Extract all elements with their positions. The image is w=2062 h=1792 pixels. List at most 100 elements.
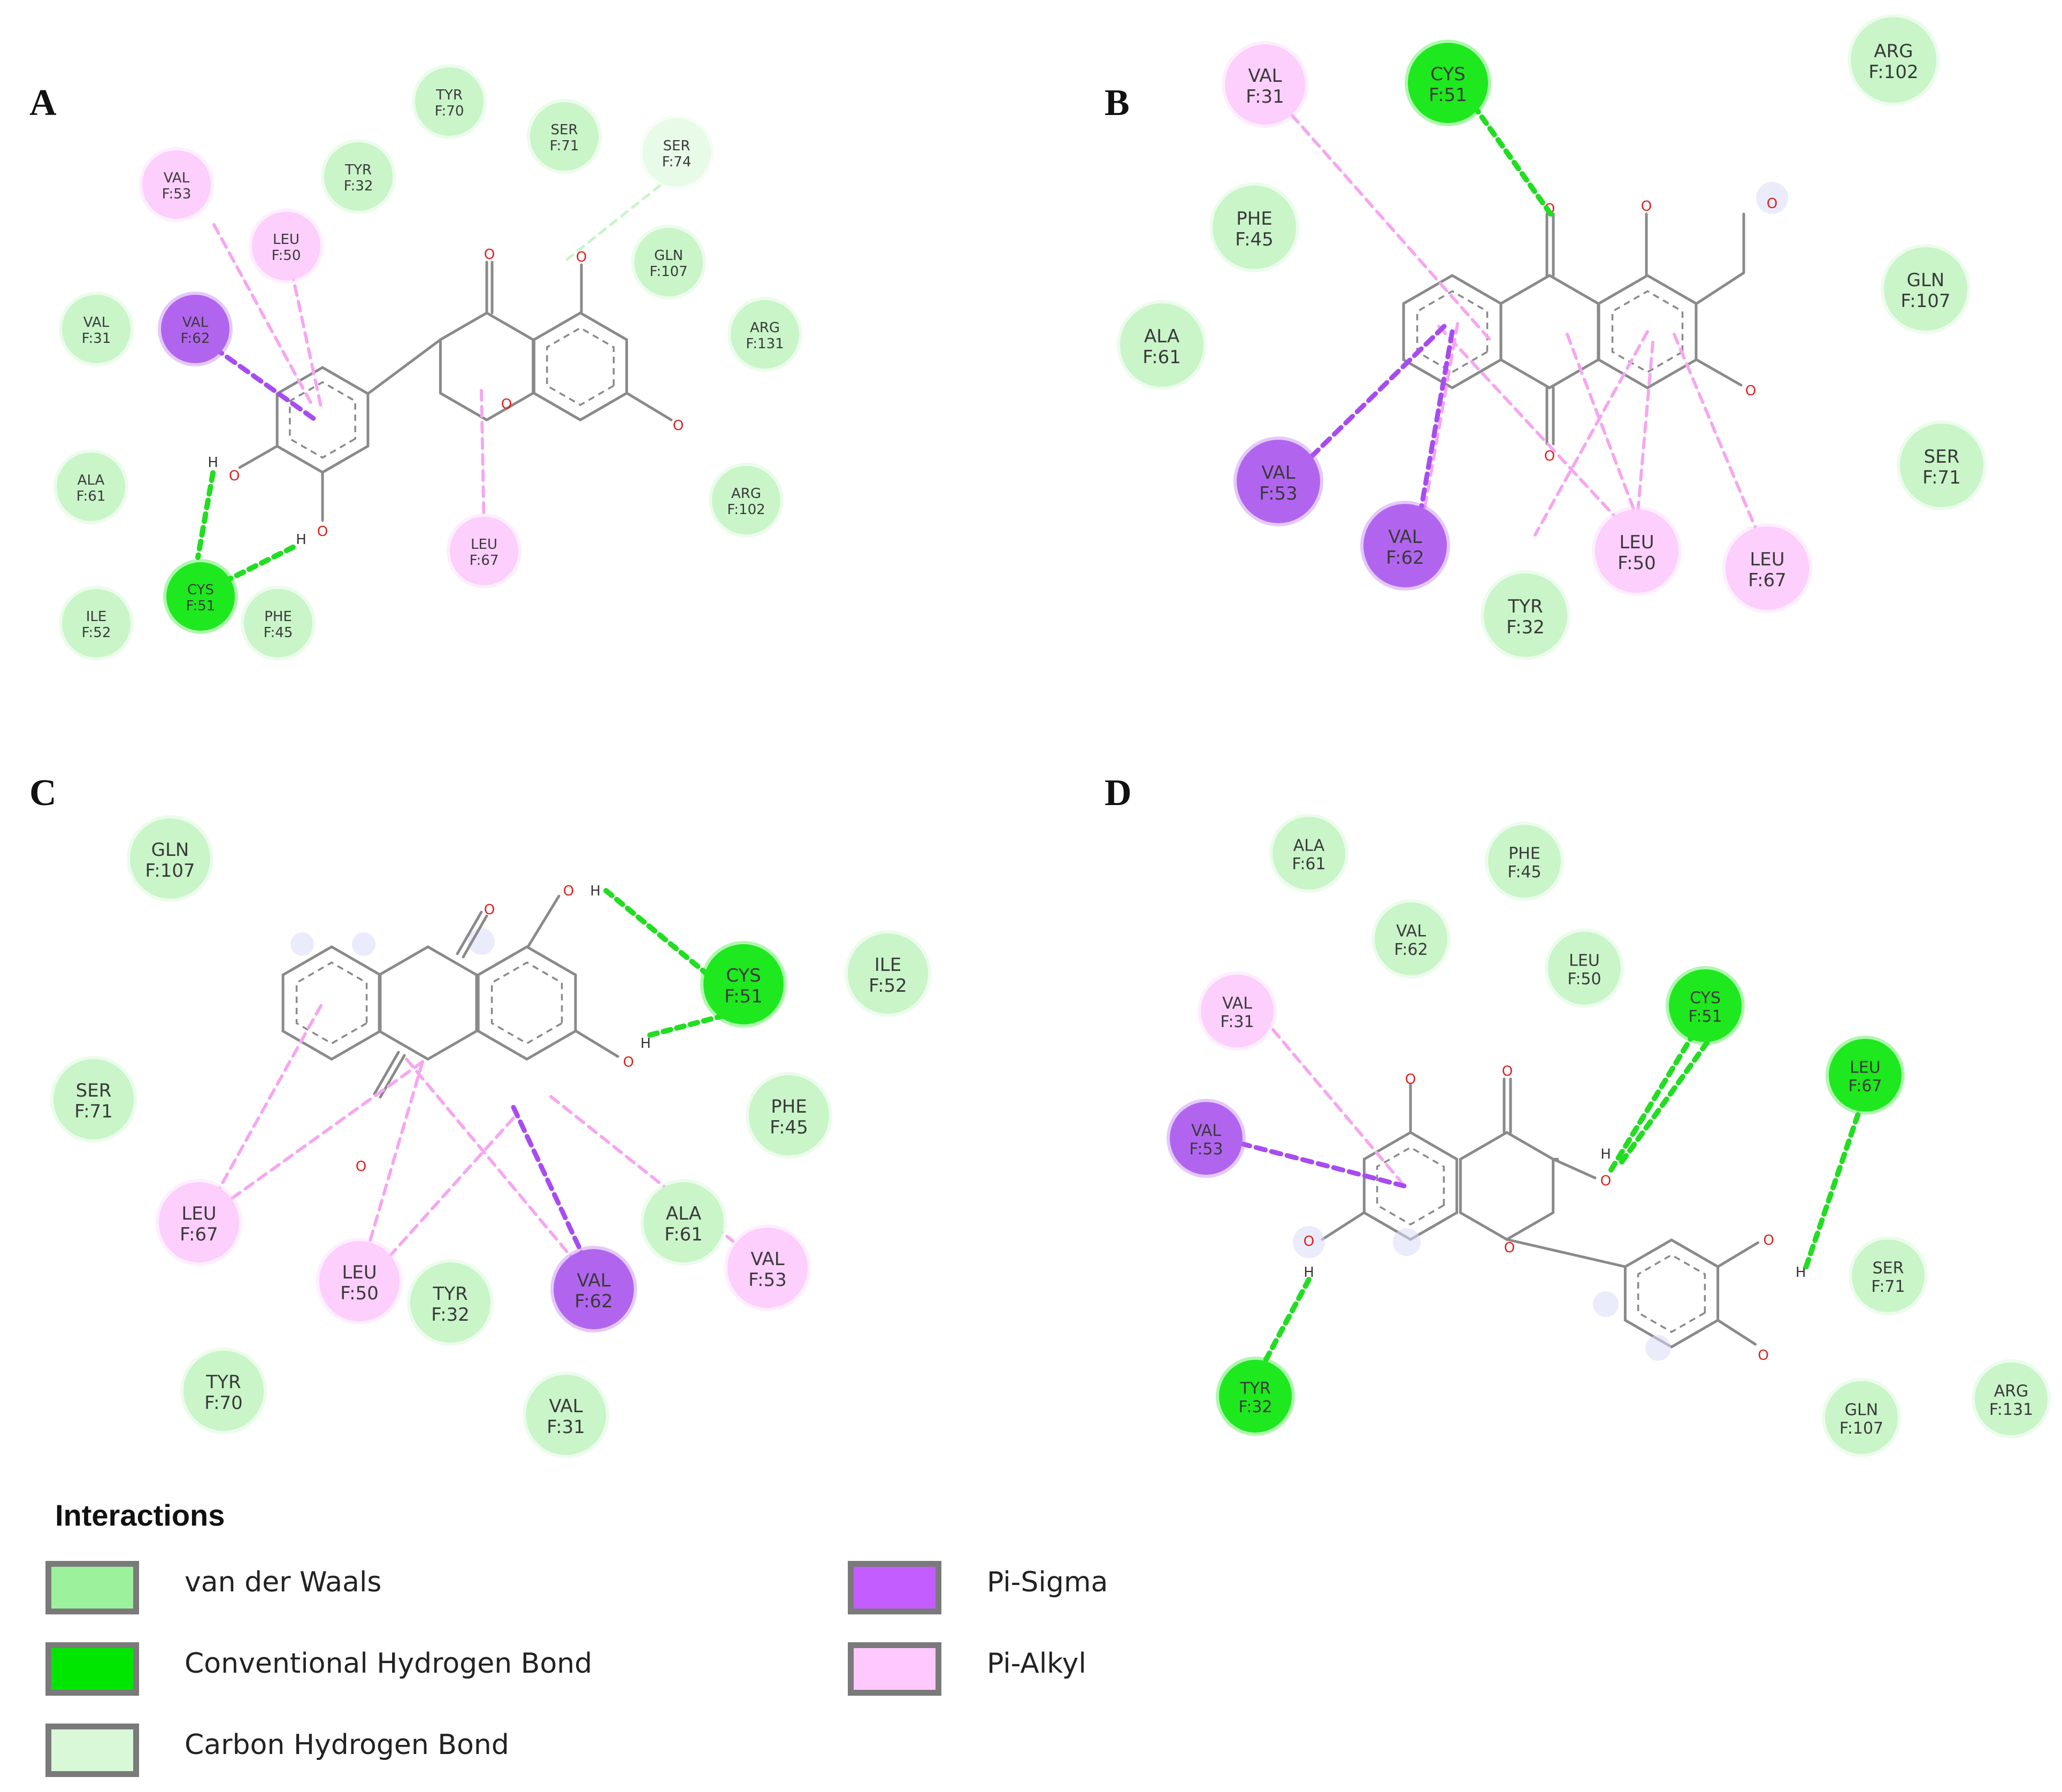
residue-name: GLN [151, 839, 189, 861]
residue-name: ALA [1144, 326, 1179, 347]
aromatic-ring-inner [490, 961, 563, 1045]
residue-chain: F:50 [340, 1283, 379, 1304]
residue-chain: F:102 [727, 502, 765, 518]
aromatic-ring-inner [289, 381, 356, 459]
legend-title: Interactions [55, 1498, 225, 1532]
hbond-interaction [1619, 1030, 1717, 1165]
oxygen-atom-label: O [623, 1054, 634, 1070]
residue-name: VAL [1222, 994, 1252, 1013]
oxygen-atom-label: O [1767, 196, 1777, 212]
legend-label-carbon-hydrogen-bond: Carbon Hydrogen Bond [185, 1729, 509, 1761]
ring-bond [439, 311, 535, 422]
bond-line [1695, 271, 1745, 305]
residue-chain: F:53 [1189, 1140, 1223, 1159]
residue-name: LEU [273, 232, 300, 248]
residue-node [62, 589, 131, 657]
residue-node [324, 142, 393, 211]
residue-name: TYR [432, 1283, 467, 1305]
ring-bond [532, 311, 628, 422]
residue-chain: F:50 [1618, 553, 1656, 574]
residue-chain: F:45 [1507, 863, 1541, 882]
pi-alkyl-interaction [212, 1004, 323, 1200]
residue-node [634, 228, 703, 296]
panel-letter: D [1105, 772, 1132, 814]
residue-chain: F:102 [1868, 62, 1918, 83]
residue-chain: F:50 [1567, 970, 1601, 989]
hbond-interaction [1608, 1019, 1704, 1173]
pi-alkyl-interaction [1566, 333, 1641, 526]
bond-line [1716, 1241, 1760, 1268]
residue-chain: F:107 [649, 264, 687, 280]
residue-chain: F:107 [145, 860, 195, 882]
residue-chain: F:45 [264, 625, 293, 641]
bond-line [456, 910, 483, 955]
oxygen-atom-label: O [1544, 448, 1555, 464]
residue-chain: F:62 [181, 331, 210, 347]
residue-node [1363, 504, 1447, 587]
carbon-hbond-interaction [565, 175, 673, 261]
panel-b: BOOOOOVALF:31CYSF:51ARGF:102PHEF:45GLNF:… [1105, 14, 1987, 660]
legend-label-pi-alkyl: Pi-Alkyl [987, 1648, 1086, 1680]
residue-chain: F:31 [1246, 86, 1284, 108]
residue-name: VAL [1396, 922, 1426, 941]
residue-name: GLN [1845, 1401, 1878, 1420]
residue-node [1225, 44, 1305, 125]
residue-node [530, 102, 599, 171]
solvent-halo [1393, 1228, 1421, 1256]
residue-name: ARG [1994, 1382, 2029, 1401]
residue-chain: F:32 [344, 178, 373, 194]
oxygen-atom-label: O [1304, 1234, 1314, 1250]
residue-chain: F:52 [82, 625, 111, 641]
oxygen-atom-label: O [673, 418, 684, 434]
oxygen-atom-label: O [1504, 1240, 1515, 1256]
residue-name: LEU [1569, 952, 1600, 970]
residue-node [848, 933, 928, 1014]
residue-node [1669, 969, 1742, 1042]
residue-node [1595, 509, 1678, 593]
residue-node [166, 562, 235, 631]
solvent-halo [290, 932, 314, 956]
oxygen-atom-label: O [1745, 383, 1756, 399]
residue-name: VAL [164, 170, 190, 186]
pi-alkyl-interaction [480, 389, 486, 531]
bond-line [238, 445, 279, 469]
residue-chain: F:31 [547, 1416, 585, 1438]
bond-line [574, 1029, 619, 1058]
hbond-interaction [195, 470, 216, 560]
residue-name: ILE [875, 954, 901, 976]
residue-node [1170, 1102, 1243, 1175]
residue-name: VAL [1388, 526, 1422, 548]
hydrogen-atom-label: H [590, 883, 601, 899]
residue-chain: F:62 [1394, 940, 1428, 959]
oxygen-atom-label: O [1502, 1063, 1513, 1079]
residue-name: SER [1873, 1259, 1904, 1278]
aromatic-ring-inner [295, 961, 368, 1045]
pi-alkyl-interaction [1271, 1028, 1403, 1184]
residue-node [62, 295, 131, 363]
ring-bond [477, 945, 577, 1061]
oxygen-atom-label: O [317, 524, 328, 540]
residue-node [1851, 17, 1936, 103]
residue-chain: F:61 [1143, 347, 1181, 368]
residue-chain: F:32 [1238, 1398, 1272, 1416]
residue-name: TYR [1507, 596, 1543, 617]
hbond-interaction [1803, 1094, 1867, 1269]
legend-swatch-pi-sigma [848, 1561, 941, 1614]
